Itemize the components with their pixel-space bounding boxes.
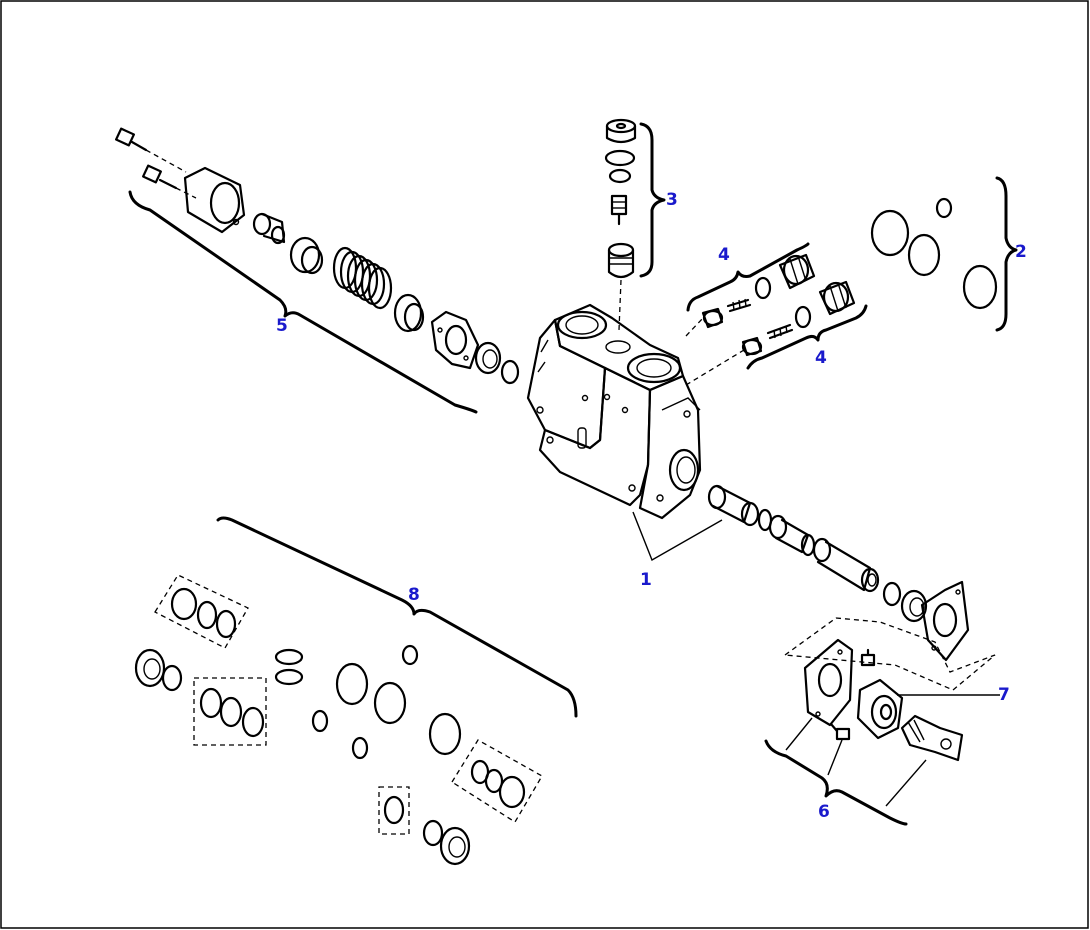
part-group-5: 5 [115, 127, 520, 414]
plate [430, 310, 480, 370]
lever-yoke [900, 714, 964, 762]
brace-3 [639, 122, 666, 278]
leader-6c [885, 759, 927, 807]
brace-8 [216, 516, 578, 718]
spring-plug [607, 242, 635, 279]
o-ring-small [608, 168, 632, 184]
dashed-link-frame [783, 617, 996, 691]
relief-upper [701, 253, 816, 329]
callout-4-upper: 4 [718, 245, 730, 265]
leader-6a [785, 717, 813, 751]
o-ring-8a [335, 662, 369, 706]
brace-4-upper [686, 242, 810, 312]
cover-plate [803, 638, 854, 727]
main-spool [707, 484, 880, 593]
brace-4-lower [746, 304, 868, 370]
plug [605, 118, 637, 144]
cover-screw-top [860, 648, 876, 667]
axis-line-5a [145, 149, 187, 173]
screw-lower [142, 164, 178, 190]
seal-set-a [154, 574, 249, 649]
callout-7: 7 [998, 685, 1010, 705]
part-group-4: 4 4 [685, 242, 868, 386]
axis-line-4b [685, 349, 745, 386]
callout-1: 1 [640, 570, 652, 590]
brace-6 [764, 739, 908, 826]
spool-seal [900, 589, 928, 623]
o-ring-pair [274, 648, 304, 686]
o-ring-2b [907, 233, 941, 277]
retainer [289, 236, 324, 275]
brace-2 [995, 176, 1018, 332]
callout-3: 3 [666, 190, 678, 210]
o-ring-top [604, 149, 636, 167]
spring [332, 246, 393, 310]
cover-screw-bottom [829, 722, 851, 741]
spool-flange [920, 580, 970, 662]
seal-ring-inner [482, 349, 498, 369]
piston [252, 212, 286, 245]
check-valve [610, 194, 628, 226]
seal-single [378, 786, 410, 835]
seal-set-b [193, 677, 267, 746]
o-ring-2d [962, 264, 998, 310]
seal-pair-left [134, 648, 183, 692]
callout-2: 2 [1015, 242, 1027, 262]
spool-o-ring [882, 581, 902, 607]
brace-5 [128, 190, 478, 414]
o-ring [500, 359, 520, 385]
o-ring-8f [428, 712, 462, 756]
o-ring-8c [401, 644, 419, 666]
spring-cap [183, 166, 246, 234]
relief-lower [741, 280, 856, 357]
leader-6b [827, 739, 843, 776]
screw-upper [115, 127, 148, 152]
part-group-2: 2 [870, 176, 1027, 332]
o-ring-2a [870, 209, 910, 257]
leader-1 [632, 511, 723, 562]
o-ring-8e [351, 736, 369, 760]
part-group-3: 3 [604, 118, 678, 331]
axis-line-4a [685, 317, 704, 337]
o-ring-8b [373, 681, 407, 725]
o-ring-2c [935, 197, 953, 219]
o-ring-8d [311, 709, 329, 733]
part-group-1: 1 [526, 303, 970, 662]
callout-8: 8 [408, 585, 420, 605]
seal-set-c [451, 739, 543, 823]
seal-pair-right [422, 819, 471, 866]
callout-6: 6 [818, 802, 830, 822]
seal-ring [474, 341, 502, 375]
part-group-6: 7 6 [764, 617, 1010, 826]
part-group-8: 8 [134, 516, 578, 866]
spring-seat [393, 293, 425, 333]
valve-body [526, 303, 702, 520]
callout-5: 5 [276, 316, 288, 336]
callout-4-lower: 4 [815, 348, 827, 368]
cap-7 [856, 678, 904, 740]
